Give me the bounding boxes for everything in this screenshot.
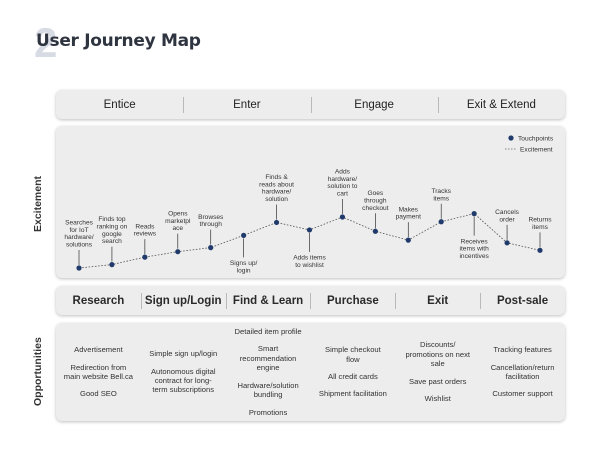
opportunity-item: Detailed item profile <box>234 326 302 336</box>
stage-engage: Engage <box>310 96 438 113</box>
touchpoint-marker <box>76 265 82 271</box>
stage-entice: Entice <box>103 98 136 111</box>
chart-legend: Touchpoints Excitement <box>505 135 554 154</box>
opportunity-item: Simple sign up/login <box>149 349 218 359</box>
stage-exit-extend: Exit & Extend <box>437 96 565 113</box>
touchpoint-marker <box>405 237 411 243</box>
opportunity-item: Advertisement <box>74 345 123 355</box>
touchpoint-marker <box>208 245 214 251</box>
opportunity-item: Customer support <box>492 389 553 399</box>
opportunity-item: Save past orders <box>409 376 467 386</box>
legend-excitement: Excitement <box>520 147 553 154</box>
touchpoint-marker <box>306 227 313 233</box>
opportunities-axis-label: Opportunities <box>32 337 44 406</box>
phase-signup-login: Sign up/Login <box>140 292 226 309</box>
opportunity-item: Shipment facilitation <box>318 389 387 399</box>
page-title: User Journey Map <box>36 31 201 51</box>
phase-find-learn: Find & Learn <box>225 292 311 309</box>
touchpoint-marker <box>339 214 346 220</box>
opportunity-item: Tracking features <box>493 345 552 355</box>
stage-enter: Enter <box>183 96 310 113</box>
excitement-axis-label: Excitement <box>32 175 44 232</box>
touchpoint-marker <box>471 211 477 217</box>
title-number: 2 <box>34 19 58 66</box>
touchpoint-marker <box>142 254 148 260</box>
touchpoint-marker <box>504 240 510 246</box>
touchpoint-marker <box>537 247 543 253</box>
touchpoint-marker <box>438 219 444 225</box>
phase-post-sale: Post-sale <box>480 292 565 309</box>
touchpoint-marker <box>372 228 378 234</box>
opportunity-item: Promotions <box>248 407 288 417</box>
phase-research: Research <box>72 294 125 307</box>
stage-bar: Entice Enter Engage Exit & Extend <box>56 90 565 119</box>
phase-bar: Research Sign up/Login Find & Learn Purc… <box>56 286 565 315</box>
touchpoint-marker <box>175 249 181 255</box>
opportunity-item: All credit cards <box>328 372 378 381</box>
phase-purchase: Purchase <box>310 292 395 309</box>
phase-exit: Exit <box>395 292 480 309</box>
touchpoint-marker <box>241 232 247 238</box>
legend-touchpoints: Touchpoints <box>518 136 554 143</box>
opportunity-item: Wishlist <box>424 394 451 404</box>
legend-touchpoint-marker <box>508 135 514 141</box>
touchpoint-marker <box>109 262 115 268</box>
opportunity-item: Good SEO <box>80 389 117 399</box>
touchpoint-marker <box>273 219 280 226</box>
touchpoint-label: Signs up/login <box>230 260 258 274</box>
